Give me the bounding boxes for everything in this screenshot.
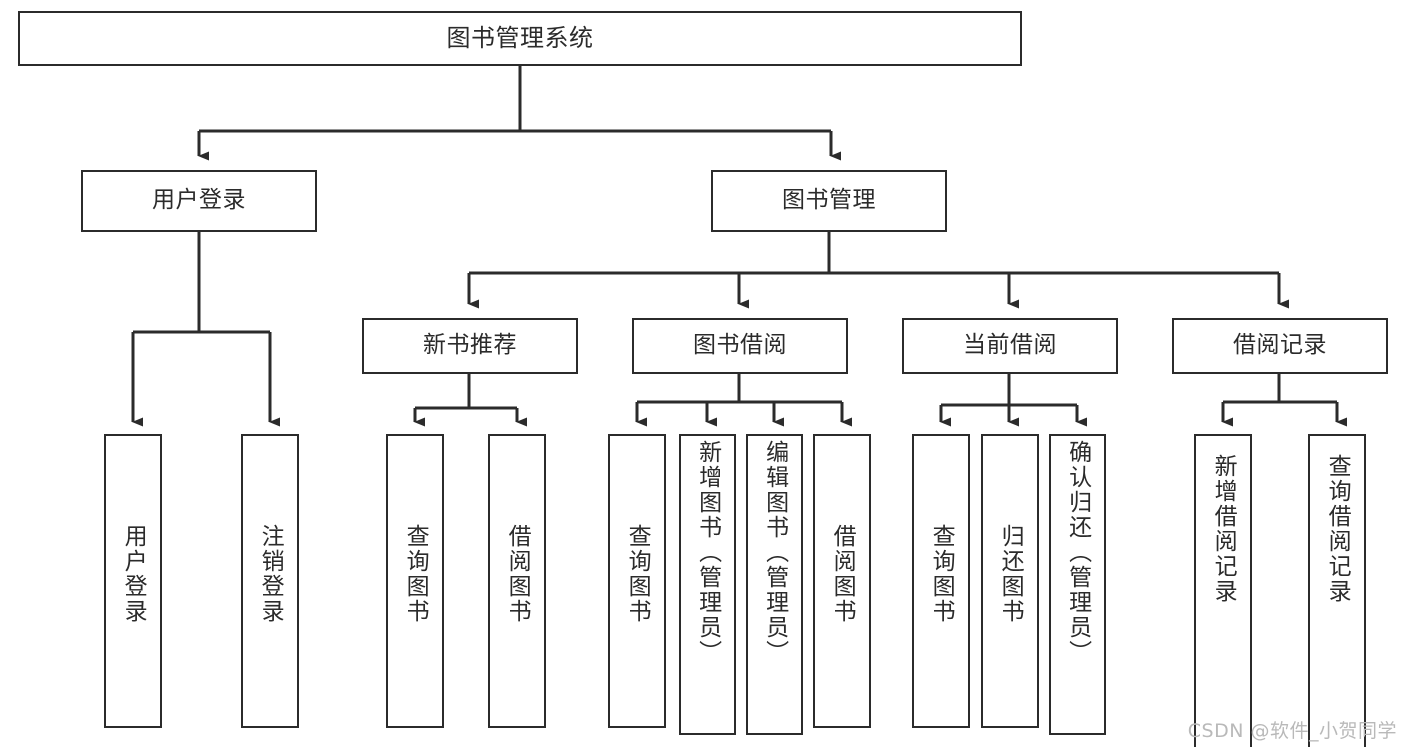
leaf-query-borrow-record[interactable]: 查询借阅记录 [1308, 434, 1366, 747]
watermark: CSDN @软件_小贺同学 [1187, 720, 1397, 742]
node-label: 确认归还（管理员） [1064, 440, 1091, 665]
node-borrow-record[interactable]: 借阅记录 [1172, 318, 1388, 374]
leaf-add-book-admin[interactable]: 新增图书（管理员） [679, 434, 736, 735]
node-label: 图书借阅 [693, 332, 787, 359]
node-label: 借阅图书 [829, 524, 856, 624]
node-label: 当前借阅 [963, 332, 1057, 359]
node-label: 查询图书 [928, 524, 955, 624]
node-label: 图书管理 [782, 187, 876, 214]
node-label: 借阅图书 [504, 524, 531, 624]
node-new-book-recommend[interactable]: 新书推荐 [362, 318, 578, 374]
leaf-add-borrow-record[interactable]: 新增借阅记录 [1194, 434, 1252, 747]
node-current-borrow[interactable]: 当前借阅 [902, 318, 1118, 374]
node-label: 查询借阅记录 [1324, 454, 1351, 604]
leaf-return-book[interactable]: 归还图书 [981, 434, 1039, 728]
node-label: 新增借阅记录 [1210, 454, 1237, 604]
leaf-edit-book-admin[interactable]: 编辑图书（管理员） [746, 434, 803, 735]
node-label: 查询图书 [624, 524, 651, 624]
leaf-query-book-current[interactable]: 查询图书 [912, 434, 970, 728]
leaf-borrow-book-new-recommend[interactable]: 借阅图书 [488, 434, 546, 728]
leaf-query-book-new-recommend[interactable]: 查询图书 [386, 434, 444, 728]
node-label: 归还图书 [997, 524, 1024, 624]
node-book-management[interactable]: 图书管理 [711, 170, 947, 232]
node-label: 借阅记录 [1233, 332, 1327, 359]
node-user-login[interactable]: 用户登录 [81, 170, 317, 232]
leaf-confirm-return-admin[interactable]: 确认归还（管理员） [1049, 434, 1106, 735]
node-book-borrow[interactable]: 图书借阅 [632, 318, 848, 374]
leaf-user-login[interactable]: 用户登录 [104, 434, 162, 728]
leaf-user-logout[interactable]: 注销登录 [241, 434, 299, 728]
node-label: 用户登录 [120, 524, 147, 624]
node-label: 编辑图书（管理员） [761, 440, 788, 665]
leaf-borrow-book-borrow[interactable]: 借阅图书 [813, 434, 871, 728]
node-label: 图书管理系统 [446, 24, 594, 53]
node-label: 新书推荐 [423, 332, 517, 359]
node-label: 用户登录 [152, 187, 246, 214]
leaf-query-book-borrow[interactable]: 查询图书 [608, 434, 666, 728]
node-root-图书管理系统[interactable]: 图书管理系统 [18, 11, 1022, 66]
node-label: 新增图书（管理员） [694, 440, 721, 665]
node-label: 注销登录 [257, 524, 284, 624]
node-label: 查询图书 [402, 524, 429, 624]
